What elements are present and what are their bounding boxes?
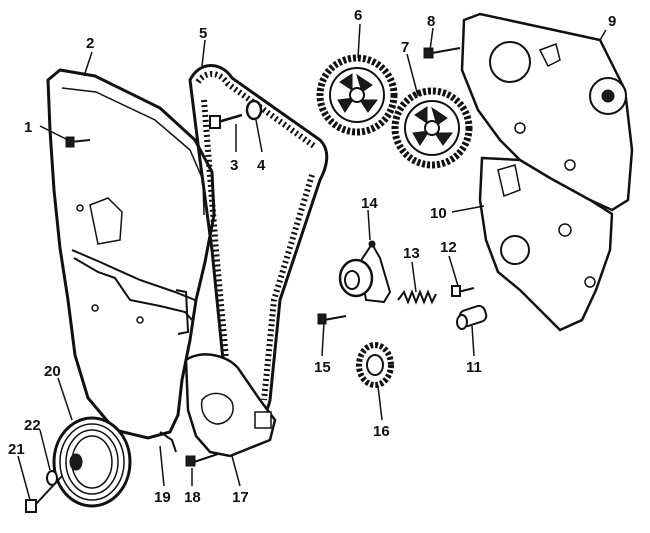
callout-16: 16 bbox=[373, 423, 390, 440]
callout-8: 8 bbox=[427, 13, 435, 30]
callout-12: 12 bbox=[440, 239, 457, 256]
outer-timing-cover bbox=[46, 68, 216, 453]
callout-2: 2 bbox=[86, 35, 94, 52]
camshaft-sprocket-lower bbox=[391, 87, 473, 169]
belt-tensioner bbox=[338, 240, 392, 304]
bolt-3 bbox=[209, 113, 243, 129]
leader-lines bbox=[17, 23, 607, 501]
camshaft-sprocket-upper bbox=[316, 54, 398, 136]
crankshaft-pulley bbox=[52, 416, 132, 508]
callout-11: 11 bbox=[466, 359, 482, 376]
rear-timing-cover bbox=[460, 12, 634, 212]
lower-inner-cover bbox=[184, 353, 277, 458]
bolt-18 bbox=[185, 453, 219, 467]
callout-4: 4 bbox=[257, 157, 266, 174]
bolt-15 bbox=[317, 313, 347, 325]
callout-13: 13 bbox=[403, 245, 420, 262]
callout-19: 19 bbox=[154, 489, 171, 506]
washer-4 bbox=[245, 99, 263, 121]
callout-10: 10 bbox=[430, 205, 447, 222]
crankshaft-sprocket bbox=[356, 342, 394, 388]
callout-1: 1 bbox=[24, 119, 32, 136]
callout-labels: 1 2 3 4 5 6 7 8 9 10 11 12 13 14 15 16 1… bbox=[8, 7, 616, 506]
callout-18: 18 bbox=[184, 489, 201, 506]
callout-15: 15 bbox=[314, 359, 331, 376]
callout-17: 17 bbox=[232, 489, 249, 506]
callout-20: 20 bbox=[44, 363, 61, 380]
callout-3: 3 bbox=[230, 157, 238, 174]
callout-22: 22 bbox=[24, 417, 41, 434]
tensioner-spring bbox=[397, 289, 437, 305]
callout-7: 7 bbox=[401, 39, 409, 56]
washer-22 bbox=[46, 470, 58, 486]
bolt-12 bbox=[451, 285, 475, 297]
bolt-8 bbox=[423, 47, 461, 59]
callout-5: 5 bbox=[199, 25, 207, 42]
callout-21: 21 bbox=[8, 441, 25, 458]
callout-14: 14 bbox=[361, 195, 378, 212]
callout-6: 6 bbox=[354, 7, 362, 24]
callout-9: 9 bbox=[608, 13, 616, 30]
lower-rear-cover bbox=[478, 156, 614, 332]
idler-sleeve bbox=[456, 304, 488, 330]
bolt-1 bbox=[65, 136, 91, 148]
